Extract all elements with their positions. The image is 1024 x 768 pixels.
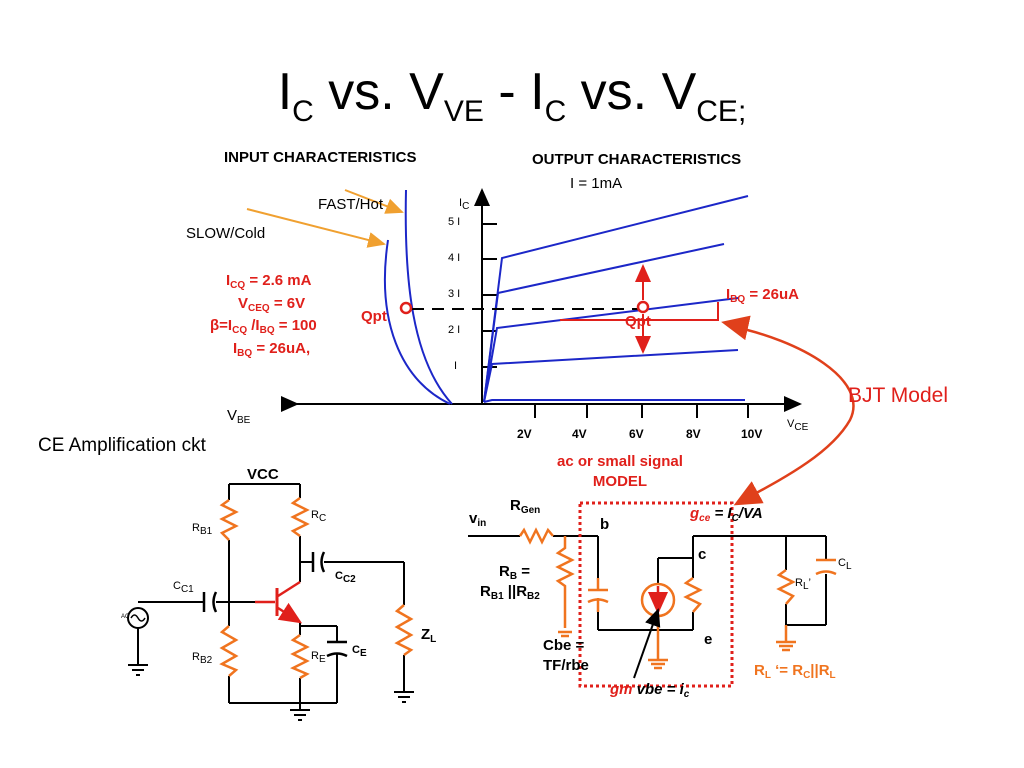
- beta-spec: β=ICQ /IBQ = 100: [210, 317, 317, 336]
- fast-hot-label: FAST/Hot: [318, 196, 384, 213]
- npn-transistor-icon: [255, 580, 303, 624]
- fast-hot-arrow: [344, 189, 404, 214]
- y-tick-3: 3 I: [448, 288, 461, 300]
- x-tick-10v: 10V: [741, 427, 763, 441]
- base-node-label: b: [600, 516, 610, 533]
- rce-resistor: [683, 576, 703, 613]
- model-heading-line1: ac or small signal: [557, 453, 683, 470]
- slow-cold-arrow: [246, 208, 386, 248]
- x-tick-2v: 2V: [517, 427, 532, 441]
- re-label: RE: [311, 650, 326, 665]
- input-qpoint-marker: [399, 301, 413, 315]
- vceq-spec: VCEQ = 6V: [238, 295, 306, 314]
- coupling-capacitors: [202, 551, 348, 658]
- model-heading-line2: MODEL: [592, 473, 648, 490]
- rgen-label: RGen: [510, 497, 541, 516]
- bjt-model-label: BJT Model: [848, 384, 948, 407]
- delta-ic-arrows: [560, 264, 719, 354]
- rb1-label: RB1: [192, 522, 213, 537]
- ibq-spec: IBQ = 26uA,: [233, 340, 311, 359]
- ac-label: AC: [121, 614, 130, 620]
- input-curves: [384, 189, 453, 405]
- gce-label: gce = IC/VA: [690, 505, 763, 524]
- output-curve-4: [483, 195, 749, 403]
- rb2-resistor: [219, 625, 239, 677]
- rl-prime-label: RL’: [795, 577, 811, 592]
- x-tick-6v: 6V: [629, 427, 644, 441]
- input-qpt-label: Qpt: [361, 308, 387, 325]
- zl-label: ZL: [421, 626, 437, 645]
- re-resistor: [290, 633, 310, 680]
- y-tick-2: 2 I: [448, 324, 461, 336]
- page-title: IC vs. VVE - IC vs. VCE;: [277, 63, 747, 128]
- collector-node-label: c: [698, 546, 707, 563]
- fast-hot-curve: [404, 189, 453, 405]
- vin-label: vin: [469, 510, 487, 529]
- output-curve-1: [483, 349, 739, 403]
- slow-cold-curve: [384, 239, 451, 405]
- output-curve-3: [483, 243, 725, 403]
- ic-axis-label: IC: [459, 197, 470, 212]
- rb-resistor: [555, 536, 575, 628]
- output-curve-0: [483, 399, 745, 403]
- output-qpoint-marker: [636, 300, 650, 314]
- characteristics-axes: [281, 188, 802, 418]
- bjt-model-arrow: [721, 315, 855, 506]
- rgen-resistor: [518, 527, 554, 545]
- y-tick-1: I: [454, 360, 458, 372]
- rb-expression-label: RB1 ||RB2: [480, 583, 540, 602]
- output-curve-2: [483, 297, 739, 403]
- zl-resistor: [394, 604, 414, 657]
- vbe-axis-label: VBE: [227, 407, 251, 426]
- output-qpt-label: Qpt: [625, 313, 651, 330]
- cc2-label: CC2: [335, 570, 356, 585]
- output-characteristics-heading: OUTPUT CHARACTERISTICS: [532, 151, 742, 168]
- rc-label: RC: [311, 509, 327, 524]
- gm-equation-label: gm vbe = ic: [610, 681, 690, 700]
- rb2-label: RB2: [192, 651, 213, 666]
- y-tick-4: 4 I: [448, 252, 461, 264]
- ac-source-icon: [127, 607, 149, 629]
- rl-equivalent-label: RL ‘= RC||RL: [754, 662, 836, 681]
- transistor-model-box: [578, 501, 734, 688]
- slow-cold-label: SLOW/Cold: [186, 225, 266, 242]
- rl-prime-resistor: [776, 568, 796, 605]
- input-characteristics-heading: INPUT CHARACTERISTICS: [224, 149, 417, 166]
- emitter-node-label: e: [704, 631, 713, 648]
- small-signal-model: [468, 535, 827, 631]
- cl-label: CL: [838, 557, 852, 572]
- rc-resistor: [290, 496, 310, 538]
- y-tick-5: 5 I: [448, 216, 461, 228]
- x-tick-8v: 8V: [686, 427, 701, 441]
- x-tick-4v: 4V: [572, 427, 587, 441]
- output-curves: [483, 195, 749, 403]
- gm-pointer-arrow: [633, 608, 661, 679]
- ce-resistors: [219, 496, 414, 680]
- step-label: I = 1mA: [570, 175, 623, 192]
- pointer-arrows: [246, 189, 404, 248]
- vcc-label: VCC: [247, 466, 279, 483]
- cbe-label-line2: TF/rbe: [543, 657, 589, 674]
- rb1-resistor: [219, 498, 239, 541]
- ibq-curve-label: IBQ = 26uA: [726, 286, 799, 305]
- model-components: [518, 527, 837, 670]
- rb-label: RB =: [499, 563, 531, 582]
- ce-cap-label: CE: [352, 644, 367, 659]
- vce-axis-label: VCE: [787, 418, 809, 433]
- cbe-label-line1: Cbe =: [543, 637, 585, 654]
- cl-capacitor: [815, 570, 837, 576]
- icq-spec: ICQ = 2.6 mA: [226, 272, 312, 291]
- ce-amplification-heading: CE Amplification ckt: [38, 435, 206, 456]
- cc1-label: CC1: [173, 580, 194, 595]
